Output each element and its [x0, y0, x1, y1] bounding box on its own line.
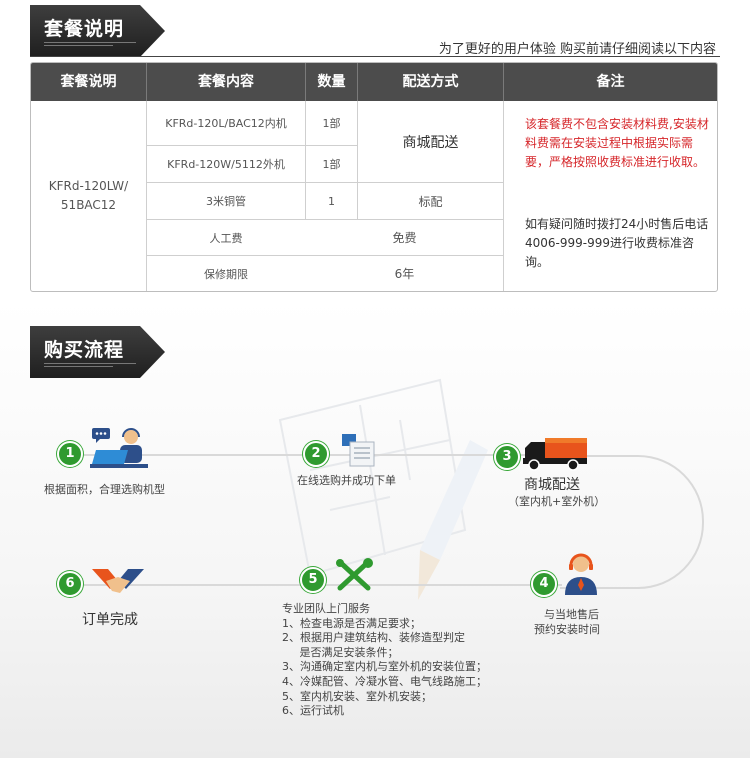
order-document-icon	[342, 434, 375, 467]
process-section-title: 购买流程	[44, 339, 125, 361]
table-header: 套餐说明 套餐内容 数量 配送方式 备注	[31, 63, 717, 101]
step-2-number: 2	[303, 441, 329, 467]
purchase-notice: 为了更好的用户体验 购买前请仔细阅读以下内容	[438, 42, 716, 57]
process-section-header: 购买流程	[30, 326, 165, 378]
table-row-content: KFRd-120L/BAC12内机	[165, 117, 287, 130]
table-row-merged: 6年	[394, 267, 415, 281]
service-agent-icon	[565, 553, 597, 595]
step-4-number: 4	[531, 571, 557, 597]
step-6-number: 6	[57, 571, 83, 597]
step-1-number: 1	[57, 441, 83, 467]
table-row-merged: 免费	[392, 231, 417, 245]
step-1-label: 根据面积，合理选购机型	[44, 483, 165, 496]
step-2-label: 在线选购并成功下单	[297, 474, 396, 487]
col-header-package: 套餐说明	[60, 74, 117, 90]
step-5-number: 5	[300, 567, 326, 593]
table-row-content: 保修期限	[204, 267, 248, 281]
step-3-label: 商城配送	[524, 477, 580, 493]
col-header-remarks: 备注	[596, 74, 625, 90]
blueprint-pencil-decoration	[278, 378, 488, 600]
col-header-qty: 数量	[317, 74, 346, 90]
model-cell: KFRd-120LW/ 51BAC12	[48, 179, 129, 212]
section-divider	[30, 56, 720, 57]
tools-icon	[336, 558, 373, 591]
step-5-details: 专业团队上门服务 1、检查电源是否满足要求； 2、根据用户建筑结构、装修造型判定…	[282, 602, 487, 718]
table-row-qty: 1部	[322, 158, 341, 171]
table-row-delivery: 标配	[418, 194, 443, 209]
package-section-header: 套餐说明	[30, 5, 165, 57]
step-4-sublabel: 预约安装时间	[534, 623, 600, 636]
table-row-content: KFRd-120W/5112外机	[167, 158, 285, 171]
table-row-qty: 1	[328, 194, 335, 208]
handshake-icon	[92, 569, 144, 593]
table-row-qty: 1部	[322, 117, 341, 130]
remarks-red-note: 该套餐费不包含安装材料费,安装材料费需在安装过程中根据实际需要，严格按照收费标准…	[525, 117, 709, 169]
col-header-content: 套餐内容	[198, 74, 254, 90]
table-row-content: 人工费	[209, 231, 243, 245]
col-header-delivery: 配送方式	[402, 74, 459, 90]
delivery-truck-icon	[523, 438, 587, 471]
step-3-number: 3	[494, 444, 520, 470]
package-section-title: 套餐说明	[44, 18, 125, 40]
step-5-label: 专业团队上门服务	[282, 602, 370, 615]
step-3-sublabel: （室内机+室外机）	[508, 495, 606, 508]
step-6-label: 订单完成	[82, 612, 138, 628]
package-table: 套餐说明 套餐内容 数量 配送方式 备注 KFRd-120LW/ 51BAC12…	[30, 62, 718, 292]
remarks-hotline-note: 如有疑问随时拨打24小时售后电话4006-999-999进行收费标准咨询。	[525, 217, 709, 269]
step-4-label: 与当地售后	[544, 608, 599, 621]
table-row-content: 3米铜管	[206, 195, 246, 208]
delivery-merged-cell: 商城配送	[402, 134, 459, 151]
customer-service-laptop-icon	[90, 428, 148, 468]
